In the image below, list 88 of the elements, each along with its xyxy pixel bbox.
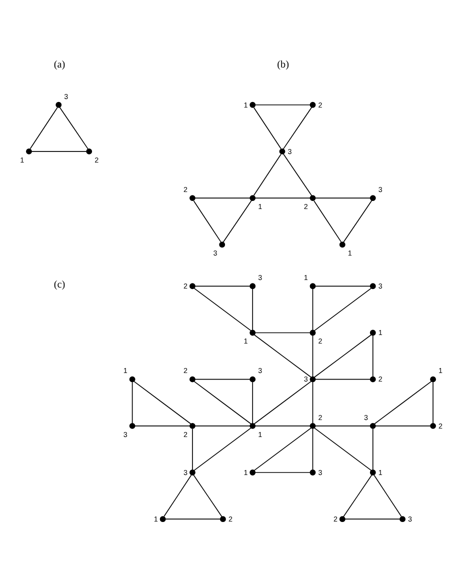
connector [193,474,222,518]
node-circle [370,195,376,202]
connector [314,286,371,287]
connector [222,200,252,243]
label: (b) [277,59,290,70]
node-circle [190,470,196,476]
node-circle [339,242,346,248]
connector [254,428,312,471]
connector [253,154,282,196]
node-circle [129,422,136,429]
node-circle [129,376,136,382]
connector [254,334,312,378]
node-circle [310,195,316,202]
connector [253,107,282,150]
node-circle [250,330,256,336]
node-circle [250,195,256,202]
connector [134,381,192,424]
connector [312,335,314,378]
node-circle [430,422,436,429]
connector [314,334,372,378]
connector [254,332,310,334]
node-circle [370,422,376,429]
connector [194,381,252,424]
node-circle [370,470,376,476]
connector [132,382,133,424]
connector [59,106,88,150]
connector [31,151,87,152]
node-circle [250,422,256,429]
node-circle [310,283,316,290]
node-circle [310,376,316,382]
connector [372,335,374,378]
connector [314,288,372,332]
connector [192,428,193,470]
connector [432,382,434,424]
node-circle [339,516,346,522]
node-circle [160,516,166,522]
connector [372,428,374,470]
label: (c) [54,280,66,290]
node-circle [56,102,62,108]
node-circle [310,470,316,476]
connector [344,518,400,520]
connector [343,200,372,243]
connector [194,378,250,380]
connector [312,288,314,330]
node-circle [430,376,436,382]
connector [343,474,372,518]
node-circle [26,148,32,154]
connector [193,200,222,242]
connector [282,106,312,150]
connector [314,428,372,471]
node-circle [220,516,226,522]
connector [312,428,314,470]
connector [164,474,192,517]
node-circle [190,422,196,429]
connector [314,378,371,380]
node-circle [310,422,316,429]
node-circle [250,283,256,290]
node-circle [219,242,226,248]
node-circle [250,376,256,382]
connector [164,518,221,520]
connector [254,104,310,106]
connector [374,474,402,517]
connector [254,472,310,473]
node-circle [400,516,406,522]
node-circle [310,102,316,108]
node-circle [86,148,92,154]
connector [194,288,252,332]
connector [312,382,314,424]
connector [194,428,252,471]
connector [252,382,254,424]
node-circle [250,102,256,108]
node-circle [370,283,376,290]
node-circle [310,330,316,336]
connector [374,381,432,424]
connector [252,288,254,330]
connector [194,286,250,287]
label: (a) [54,59,66,70]
node-circle [190,283,196,290]
node-circle [279,148,286,154]
node-circle [190,195,196,202]
connector [30,107,58,150]
connector [254,381,312,424]
node-circle [370,376,376,382]
node-circle [190,376,196,382]
node-circle [370,330,376,336]
node-circle [250,470,256,476]
connector [314,200,342,242]
connector [282,153,312,196]
